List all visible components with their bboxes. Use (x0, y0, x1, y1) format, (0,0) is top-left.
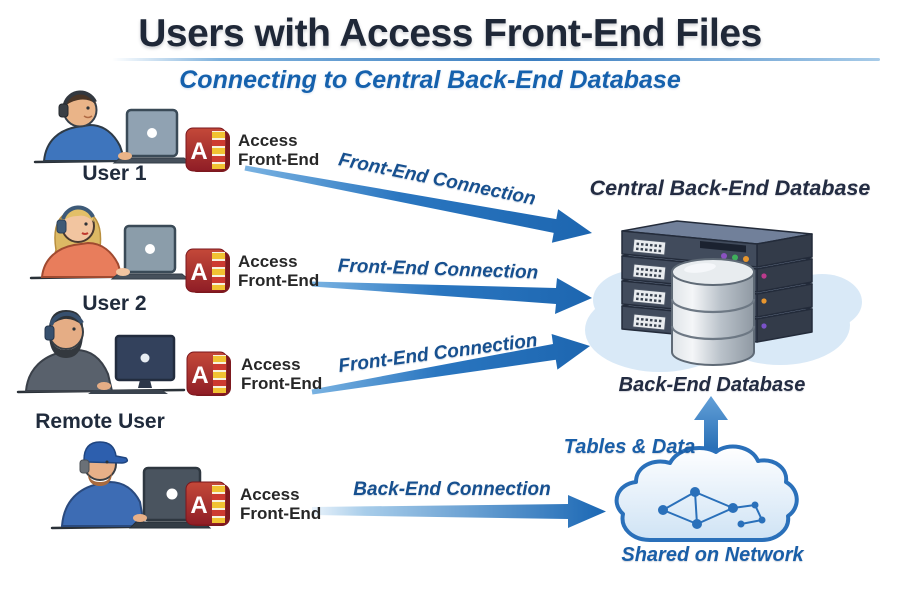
server-status-leds (761, 273, 767, 329)
network-cloud-icon (614, 444, 799, 542)
front-end-arrow-user2 (312, 278, 592, 314)
network-user-illustration (50, 441, 212, 530)
cap-icon (83, 441, 129, 464)
access-label-line2: Front-End (238, 150, 320, 169)
beard (88, 472, 112, 486)
headphones-icon (61, 205, 95, 220)
database-cylinder-icon (670, 258, 756, 366)
access-label-line1: Access (238, 131, 298, 150)
front-end-arrow-remote-user (311, 334, 590, 395)
headphones-icon (79, 459, 90, 474)
user1-label: User 1 (82, 162, 147, 185)
headphones-icon (49, 311, 84, 326)
access-app-icon-user1: A (185, 127, 230, 172)
svg-text:A: A (191, 362, 208, 389)
remote-user-illustration (16, 310, 186, 394)
monitor-icon (88, 334, 176, 394)
access-label-line2: Front-End (240, 504, 322, 523)
access-app-icon-user2: A (185, 248, 230, 293)
page-subtitle: Connecting to Central Back-End Database (179, 66, 681, 94)
front-end-arrow-user1 (244, 165, 592, 243)
network-graph-icon (662, 491, 763, 525)
access-app-icon-remote-user: A (186, 351, 231, 396)
access-front-end-label-network-user: Access Front-End (240, 485, 321, 523)
user2-label: User 2 (82, 292, 147, 315)
back-end-database-caption: Back-End Database (618, 374, 806, 396)
shared-on-network-label: Shared on Network (621, 544, 804, 566)
access-label-line1: Access (240, 485, 300, 504)
svg-text:A: A (190, 492, 207, 519)
beard (49, 333, 83, 358)
remote-user-label: Remote User (35, 410, 165, 433)
laptop-icon (128, 466, 212, 529)
access-label-line1: Access (238, 252, 298, 271)
tables-and-data-label: Tables & Data (563, 436, 696, 458)
access-front-end-label-user1: Access Front-End (238, 131, 319, 169)
title-underline (112, 58, 880, 61)
access-label-line2: Front-End (238, 271, 320, 290)
page-title: Users with Access Front-End Files (138, 12, 762, 55)
back-end-connection-label: Back-End Connection (353, 479, 551, 500)
access-label-line2: Front-End (241, 374, 323, 393)
access-front-end-label-user2: Access Front-End (238, 252, 319, 290)
svg-text:A: A (190, 259, 207, 286)
server-vent-panels (632, 238, 667, 331)
laptop-icon (112, 108, 192, 164)
central-database-title: Central Back-End Database (589, 176, 871, 200)
back-end-connection-arrow (312, 495, 606, 528)
headphones-icon (63, 90, 97, 105)
user2-illustration (29, 205, 190, 280)
tables-data-up-arrow (694, 396, 728, 458)
svg-text:A: A (190, 138, 207, 165)
access-front-end-label-remote-user: Access Front-End (241, 355, 322, 393)
access-label-line1: Access (241, 355, 301, 374)
access-app-icon-network-user: A (185, 481, 230, 526)
laptop-icon (110, 224, 190, 280)
user1-illustration (33, 90, 192, 164)
